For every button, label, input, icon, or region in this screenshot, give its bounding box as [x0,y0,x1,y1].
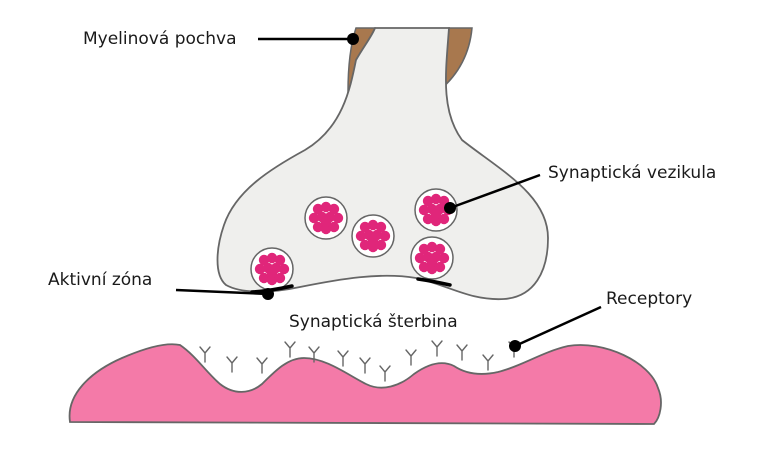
synaptic-vesicle [351,214,395,258]
leader-line-active-zone [175,288,274,300]
synaptic-vesicle [250,247,294,291]
label-synaptic-cleft: Synaptická šterbina [289,312,458,332]
receptor [456,344,468,361]
neurotransmitter-molecule [375,221,387,233]
neurotransmitter-molecule [426,256,438,268]
label-synaptic-vesicle: Synaptická vezikula [548,163,717,183]
active-zone-right [416,277,452,287]
neurotransmitter-molecule [266,267,278,279]
receptor [482,354,494,371]
receptor [337,350,349,367]
neurotransmitter-molecule [438,213,450,225]
receptor [199,346,211,363]
neurotransmitter-molecule [328,221,340,233]
presynaptic-terminal [216,27,549,300]
neurotransmitter-molecule [367,219,379,231]
neurotransmitter-molecule [332,212,344,224]
neurotransmitter-molecule [278,263,290,275]
receptor [308,346,320,363]
neurotransmitter-molecule [379,230,391,242]
receptor [405,349,417,366]
neurotransmitter-molecule [359,221,371,233]
neurotransmitter-molecule [430,193,442,205]
neurotransmitter-molecule [320,201,332,213]
neurotransmitter-molecule [422,195,434,207]
label-receptors: Receptory [606,289,693,309]
leader-line-vesicle [444,173,541,214]
neurotransmitter-molecule [422,213,434,225]
neurotransmitter-molecule [308,212,320,224]
neurotransmitter-molecule [359,239,371,251]
receptor [431,340,443,357]
neurotransmitter-molecule [312,203,324,215]
neurotransmitter-molecule [274,254,286,266]
neurotransmitter-molecule [367,234,379,246]
neurotransmitter-molecule [430,208,442,220]
neurotransmitter-molecule [418,261,430,273]
neurotransmitter-molecule [438,252,450,264]
label-active-zone: Aktivní zóna [48,270,153,290]
neurotransmitter-molecule [355,230,367,242]
neurotransmitter-molecule [434,261,446,273]
receptor [379,365,391,382]
synaptic-vesicle [410,236,454,280]
neurotransmitter-molecule [274,272,286,284]
neurotransmitter-molecule [375,239,387,251]
leader-line-receptor [509,305,602,352]
neurotransmitter-molecule [258,254,270,266]
receptor [226,356,238,373]
receptor [284,341,296,358]
leader-line-myelin [258,33,359,45]
label-myelin-sheath: Myelinová pochva [83,29,237,49]
neurotransmitter-molecule [426,241,438,253]
neurotransmitter-molecule [434,243,446,255]
receptor [256,357,268,374]
neurotransmitter-molecule [418,204,430,216]
neurotransmitter-molecule [312,221,324,233]
neurotransmitter-molecule [266,252,278,264]
postsynaptic-membrane [68,343,662,425]
neurotransmitter-molecule [418,243,430,255]
neurotransmitter-molecule [328,203,340,215]
receptor [359,357,371,374]
neurotransmitter-molecule [320,216,332,228]
neurotransmitter-molecule [414,252,426,264]
neurotransmitter-molecule [254,263,266,275]
neurotransmitter-molecule [258,272,270,284]
synaptic-vesicle [304,196,348,240]
